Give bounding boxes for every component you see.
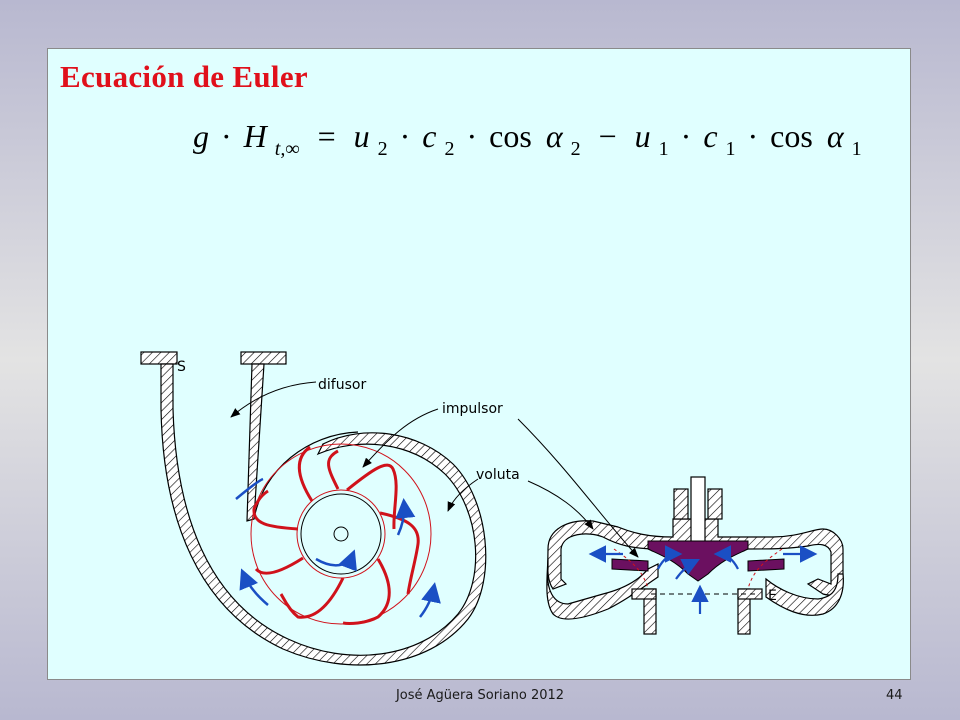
label-impulsor: impulsor	[442, 401, 503, 417]
eq-H: H	[243, 118, 269, 154]
volute-casing	[140, 351, 487, 666]
label-voluta: voluta	[476, 467, 520, 483]
volute-outer-wall	[160, 363, 487, 666]
page-number: 44	[886, 688, 903, 703]
impeller-inner-circle	[296, 489, 386, 579]
leader-difusor	[230, 381, 317, 418]
shaft-hole	[333, 526, 349, 542]
eq-g: g	[193, 118, 209, 154]
leader-impulsor	[362, 408, 439, 468]
footer-author: José Agüera Soriano 2012	[395, 688, 565, 703]
pump-section	[546, 476, 844, 635]
svg-text:g · H t,∞: g · H t,∞ = u 2 · c 2 · cos α 2 − u 1 · …	[193, 118, 862, 162]
label-s: S	[177, 359, 186, 375]
outlet-flange-right	[240, 351, 287, 365]
impeller-outer-circle	[250, 443, 432, 625]
flow-arrows-right	[588, 545, 818, 614]
outlet-flange-left	[140, 351, 178, 365]
leader-impulsor-section	[517, 418, 639, 558]
label-difusor: difusor	[318, 377, 366, 393]
flow-arrows-left	[235, 477, 441, 618]
eye-circle	[300, 493, 382, 575]
slide-title: Ecuación de Euler	[60, 59, 308, 94]
leader-voluta	[447, 478, 479, 512]
centrifugal-pump-diagram: S difusor impulsor voluta	[140, 351, 844, 666]
label-e: E	[768, 588, 777, 604]
eq-H-sub: t,∞	[275, 138, 300, 160]
leader-voluta-section	[527, 480, 594, 530]
impeller-vanes	[252, 445, 420, 625]
slide-panel: Ecuación de Euler g · H t,∞ = u 2 · c 2 …	[47, 48, 911, 680]
impeller	[250, 443, 432, 625]
euler-equation: g · H t,∞ = u 2 · c 2 · cos α 2 − u 1 · …	[193, 118, 862, 160]
